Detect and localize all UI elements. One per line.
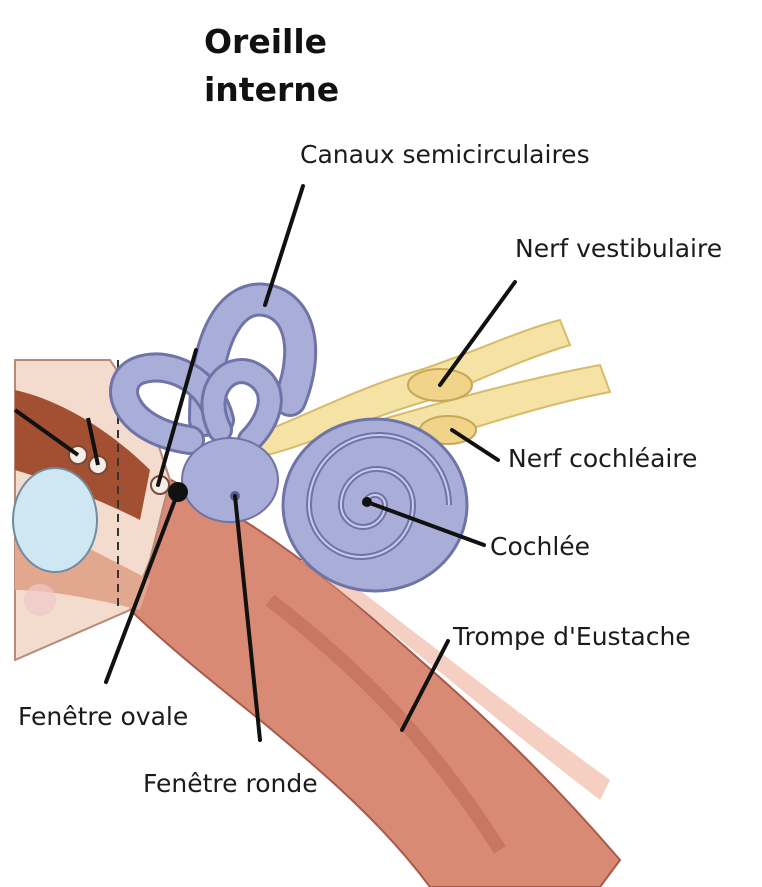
title-line-2: interne — [204, 66, 339, 114]
label-fenetre-ronde: Fenêtre ronde — [143, 771, 318, 796]
diagram-title: Oreille interne — [204, 18, 339, 114]
label-trompe-eustache: Trompe d'Eustache — [453, 624, 691, 649]
title-line-1: Oreille — [204, 18, 339, 66]
label-nerf-vestibulaire: Nerf vestibulaire — [515, 236, 722, 261]
label-cochlee: Cochlée — [490, 534, 590, 559]
label-canaux-semicirculaires: Canaux semicirculaires — [300, 142, 590, 167]
label-fenetre-ovale: Fenêtre ovale — [18, 704, 188, 729]
label-nerf-cochleaire: Nerf cochléaire — [508, 446, 697, 471]
leader-canaux — [265, 186, 303, 305]
